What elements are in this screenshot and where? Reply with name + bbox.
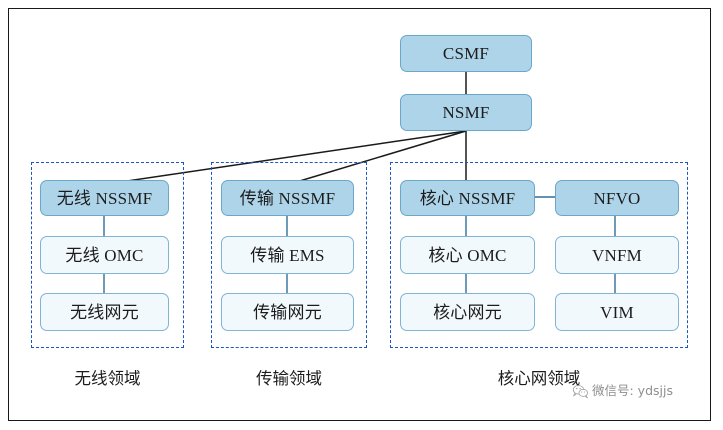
node-transport-nssmf[interactable]: 传输 NSSMF bbox=[221, 180, 354, 216]
node-transport-ems[interactable]: 传输 EMS bbox=[221, 236, 354, 274]
node-core-nssmf-label: 核心 NSSMF bbox=[419, 188, 516, 208]
watermark: 微信号: ydsjjs bbox=[572, 384, 673, 399]
domain-box-transport bbox=[211, 162, 367, 348]
node-radio-nssmf[interactable]: 无线 NSSMF bbox=[40, 180, 169, 216]
node-nsmf[interactable]: NSMF bbox=[400, 94, 532, 131]
node-core-omc-label: 核心 OMC bbox=[428, 245, 507, 265]
node-radio-ne[interactable]: 无线网元 bbox=[40, 293, 169, 331]
node-csmf[interactable]: CSMF bbox=[400, 35, 532, 72]
node-radio-omc-label: 无线 OMC bbox=[65, 245, 144, 265]
node-transport-ne-label: 传输网元 bbox=[253, 302, 322, 322]
node-vnfm[interactable]: VNFM bbox=[555, 236, 679, 274]
node-transport-nssmf-label: 传输 NSSMF bbox=[239, 188, 336, 208]
node-transport-ems-label: 传输 EMS bbox=[250, 245, 325, 265]
node-core-ne-label: 核心网元 bbox=[433, 302, 502, 322]
wechat-icon bbox=[572, 385, 589, 399]
node-vnfm-label: VNFM bbox=[592, 245, 642, 265]
node-nsmf-label: NSMF bbox=[442, 103, 490, 122]
node-vim-label: VIM bbox=[600, 302, 634, 322]
node-transport-ne[interactable]: 传输网元 bbox=[221, 293, 354, 331]
node-radio-ne-label: 无线网元 bbox=[70, 302, 139, 322]
watermark-text: 微信号: ydsjjs bbox=[592, 382, 673, 398]
node-csmf-label: CSMF bbox=[442, 44, 490, 63]
node-radio-omc[interactable]: 无线 OMC bbox=[40, 236, 169, 274]
caption-core-domain: 核心网领域 bbox=[497, 369, 581, 388]
node-nfvo[interactable]: NFVO bbox=[555, 180, 679, 216]
node-vim[interactable]: VIM bbox=[555, 293, 679, 331]
domain-box-core bbox=[390, 162, 688, 348]
node-nfvo-label: NFVO bbox=[593, 188, 641, 208]
figure-frame bbox=[8, 8, 711, 421]
node-core-ne[interactable]: 核心网元 bbox=[400, 293, 535, 331]
caption-radio-domain: 无线领域 bbox=[74, 369, 141, 388]
node-radio-nssmf-label: 无线 NSSMF bbox=[56, 188, 153, 208]
node-core-omc[interactable]: 核心 OMC bbox=[400, 236, 535, 274]
node-core-nssmf[interactable]: 核心 NSSMF bbox=[400, 180, 535, 216]
caption-transport-domain: 传输领域 bbox=[256, 369, 322, 388]
domain-box-radio bbox=[31, 162, 184, 348]
